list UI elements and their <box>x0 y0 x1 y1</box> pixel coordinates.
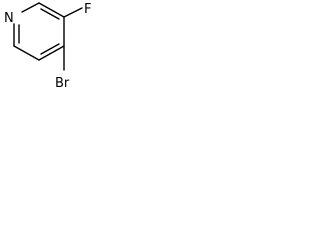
atom-label-nitrogen: N <box>4 11 14 26</box>
atom-label-bromine: Br <box>55 76 70 91</box>
bond-c4-c5 <box>38 45 65 61</box>
double-bond-c4-c5-inner <box>40 43 60 55</box>
double-bond-c2-c3-inner <box>40 8 60 20</box>
chemical-structure: N F Br <box>4 2 91 91</box>
bond-c2-c3 <box>38 2 65 18</box>
bond-c5-c6 <box>13 45 40 61</box>
bond-n1-c2 <box>21 2 40 13</box>
bond-c3-f <box>63 7 83 18</box>
atom-label-fluorine: F <box>84 2 91 17</box>
